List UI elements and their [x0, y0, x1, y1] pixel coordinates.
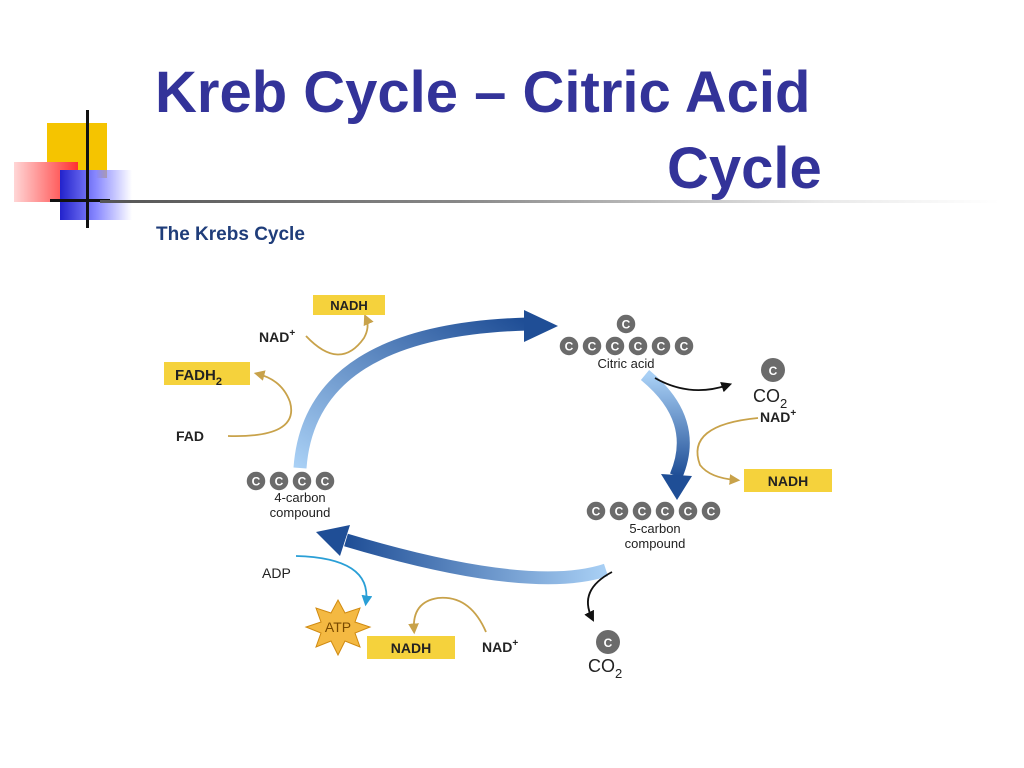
- nad-plus-label-topleft: NAD+: [259, 328, 295, 345]
- carbon-atom: [585, 500, 607, 522]
- nadh-box-right: [744, 469, 832, 492]
- title-rule: [100, 200, 1000, 203]
- slide-title-line1: Kreb Cycle – Citric Acid: [155, 60, 811, 125]
- adp-label: ADP: [262, 565, 291, 581]
- carbon-label: C: [680, 340, 689, 354]
- carbon-label: C: [275, 475, 284, 489]
- diagram-heading: The Krebs Cycle: [156, 224, 305, 245]
- carbon-label: C: [622, 318, 631, 332]
- carbon-atom: [700, 500, 722, 522]
- citric-acid-label: Citric acid: [597, 356, 654, 371]
- carbon-label: C: [615, 505, 624, 519]
- nadh-arrow-topleft: [305, 314, 374, 356]
- slide-title: Kreb Cycle – Citric Acid Cycle: [155, 55, 895, 207]
- four-carbon-label-line2: compound: [270, 505, 331, 520]
- carbon-label: C: [604, 636, 613, 650]
- deco-vertical-line: [86, 110, 89, 228]
- carbon-label: C: [611, 340, 620, 354]
- slide-title-line2: Cycle: [667, 136, 822, 201]
- carbon-label: C: [634, 340, 643, 354]
- nadh-arrow-right: [696, 417, 759, 485]
- carbon-atom: [604, 335, 626, 357]
- deco-blue-square: [60, 170, 132, 220]
- carbon-atom: [627, 335, 649, 357]
- adp-to-atp-arrow: [295, 555, 373, 607]
- nadh-box-bottom: [367, 636, 455, 659]
- nadh-label-right: NADH: [768, 473, 808, 489]
- carbon-atom: [245, 470, 267, 492]
- carbon-atom: [654, 500, 676, 522]
- carbon-atom: [291, 470, 313, 492]
- cycle-arrow-bottom: [316, 525, 609, 585]
- five-carbon-compound: C C C C C C 5-carbon compound: [585, 500, 722, 551]
- carbon-atom: [558, 335, 580, 357]
- five-carbon-label-line1: 5-carbon: [629, 521, 680, 536]
- nadh-box-topleft: [313, 295, 385, 315]
- carbon-label: C: [707, 505, 716, 519]
- atp-burst-icon: [304, 598, 372, 657]
- carbon-label: C: [661, 505, 670, 519]
- co2-label-top: CO2: [753, 386, 787, 411]
- carbon-atom: [581, 335, 603, 357]
- carbon-label: C: [657, 340, 666, 354]
- carbon-atom: [677, 500, 699, 522]
- carbon-label: C: [565, 340, 574, 354]
- carbon-atom: [268, 470, 290, 492]
- fadh2-box: [164, 362, 250, 385]
- four-carbon-label-line1: 4-carbon: [274, 490, 325, 505]
- carbon-label: C: [321, 475, 330, 489]
- carbon-label: C: [252, 475, 261, 489]
- co2-release-arrow-bottom: [584, 571, 613, 622]
- co2-label-bottom: CO2: [588, 656, 622, 681]
- fadh2-arrow: [227, 370, 293, 437]
- carbon-label: C: [588, 340, 597, 354]
- carbon-label: C: [592, 505, 601, 519]
- carbon-atom: [608, 500, 630, 522]
- cycle-arrow-right: [640, 369, 692, 500]
- nad-plus-label-bottom: NAD+: [482, 638, 518, 655]
- co2-carbon-atom-bottom: [596, 630, 620, 654]
- carbon-atom: [314, 470, 336, 492]
- nad-plus-label-right: NAD+: [760, 408, 796, 425]
- nadh-arrow-bottom: [408, 596, 487, 635]
- co2-carbon-atom-top: [761, 358, 785, 382]
- citric-acid-molecule: C C C C C C C Citric acid: [558, 313, 695, 371]
- nadh-label-bottom: NADH: [391, 640, 431, 656]
- carbon-atom: [631, 500, 653, 522]
- deco-horizontal-line: [50, 199, 110, 202]
- four-carbon-compound: C C C C 4-carbon compound: [245, 470, 336, 520]
- carbon-label: C: [638, 505, 647, 519]
- fadh2-label: FADH2: [175, 367, 222, 388]
- cycle-arrow-top: [293, 310, 558, 469]
- fad-label: FAD: [176, 428, 204, 444]
- co2-release-arrow-top: [654, 377, 733, 393]
- carbon-label: C: [684, 505, 693, 519]
- carbon-atom: [650, 335, 672, 357]
- carbon-label: C: [769, 364, 778, 378]
- nadh-label-topleft: NADH: [330, 298, 368, 313]
- carbon-atom: [673, 335, 695, 357]
- atp-label: ATP: [325, 619, 351, 635]
- carbon-label: C: [298, 475, 307, 489]
- carbon-atom: [615, 313, 637, 335]
- five-carbon-label-line2: compound: [625, 536, 686, 551]
